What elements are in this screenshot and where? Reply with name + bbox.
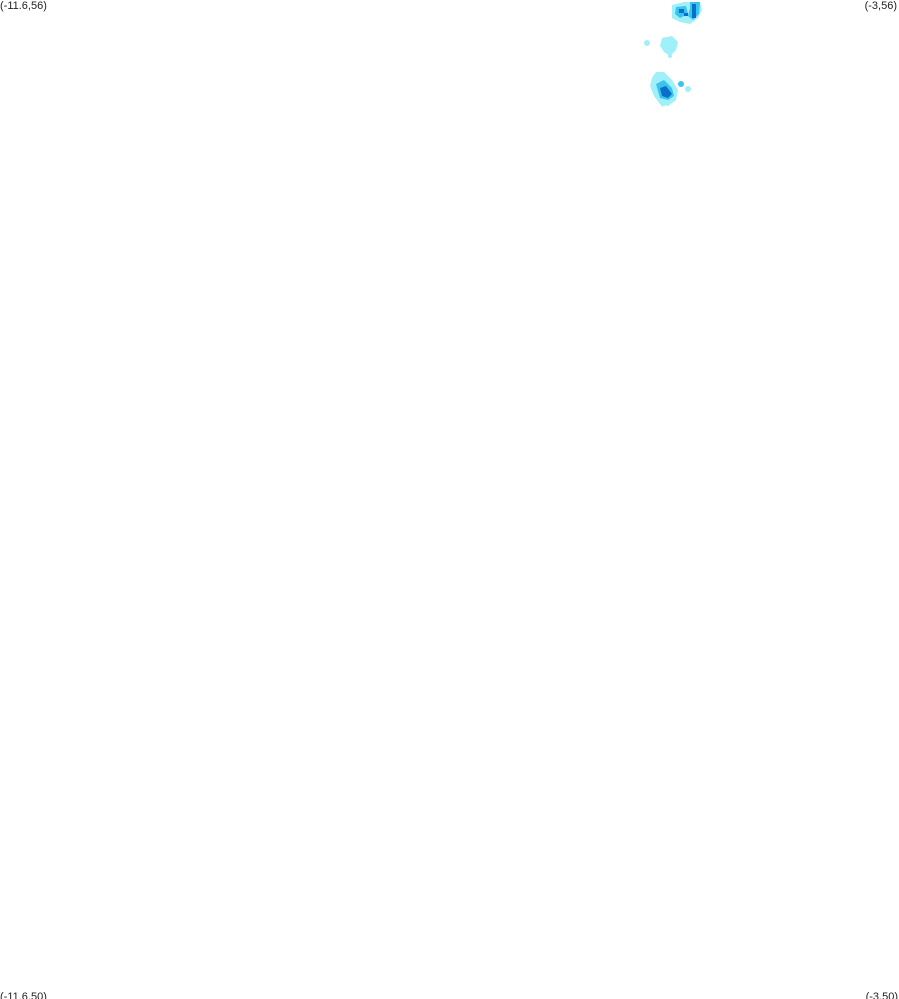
corner-label-bottom-left: (-11.6,50) — [0, 991, 47, 999]
precip-cell — [668, 54, 672, 58]
precip-cluster-south — [650, 72, 691, 107]
corner-label-top-left: (-11.6,56) — [0, 0, 47, 12]
precip-cluster-middle — [644, 36, 678, 58]
precip-cell — [660, 86, 672, 98]
precip-cluster-north — [672, 2, 702, 24]
precip-cell — [679, 9, 684, 13]
corner-label-bottom-right: (-3,50) — [865, 991, 898, 999]
precip-cell — [684, 13, 688, 16]
precip-cell — [660, 36, 678, 56]
corner-label-top-right: (-3,56) — [864, 0, 897, 12]
precip-cell — [678, 81, 684, 87]
precip-cell — [692, 4, 696, 18]
precip-cell — [644, 40, 650, 46]
precip-cell — [685, 86, 691, 92]
precip-cell — [660, 101, 666, 107]
